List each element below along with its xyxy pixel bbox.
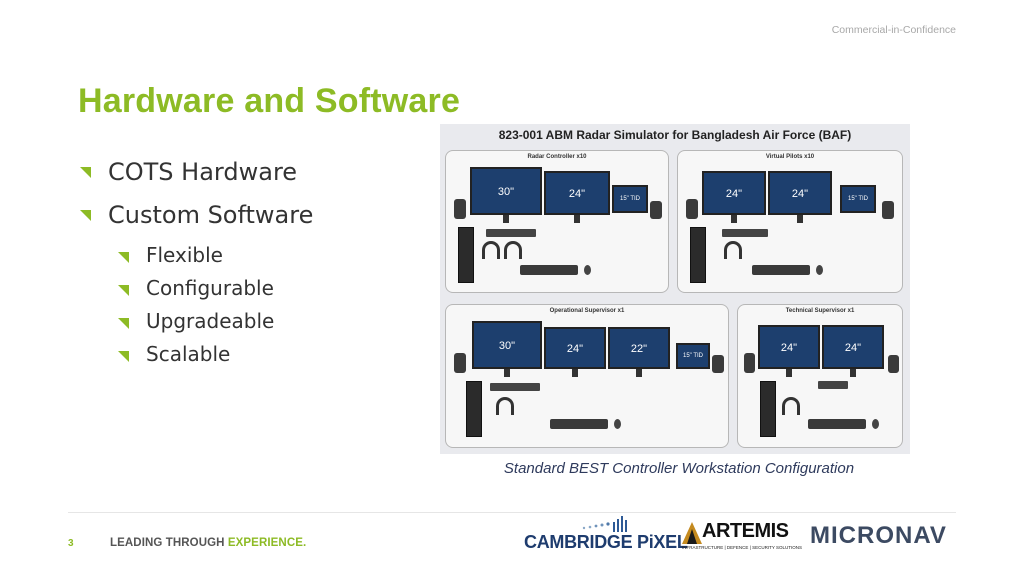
- workstation-figure: 823-001 ABM Radar Simulator for Banglade…: [440, 124, 910, 454]
- headset-icon: [782, 397, 800, 415]
- panel-radar-controller: Radar Controller x10 30" 24" 15" TID: [445, 150, 669, 293]
- sub-bullet-configurable: Configurable: [118, 274, 313, 307]
- pc-tower: [690, 227, 706, 283]
- speaker-icon: [454, 199, 466, 219]
- artemis-emblem-icon: [682, 522, 702, 544]
- speaker-icon: [454, 353, 466, 373]
- mouse: [872, 419, 879, 429]
- headset-icon: [482, 241, 500, 259]
- monitor-tid: 15" TID: [676, 343, 710, 369]
- speaker-icon: [650, 201, 662, 219]
- kvm-switch: [722, 229, 768, 237]
- footer-tagline: LEADING THROUGH EXPERIENCE.: [110, 537, 307, 549]
- panel-label: Operational Supervisor x1: [549, 308, 625, 314]
- panel-technical-supervisor: Technical Supervisor x1 24" 24": [737, 304, 903, 448]
- headset-icon: [496, 397, 514, 415]
- keyboard: [520, 265, 578, 275]
- bullet-custom-software: Custom Software: [80, 198, 313, 241]
- pc-tower: [466, 381, 482, 437]
- monitor-24: 24": [544, 171, 610, 215]
- sub-bullet-upgradeable: Upgradeable: [118, 307, 313, 340]
- speaker-icon: [686, 199, 698, 219]
- monitor-24: 24": [822, 325, 884, 369]
- slide-title: Hardware and Software: [78, 82, 461, 120]
- bullet-cots-hardware: COTS Hardware: [80, 155, 313, 198]
- micronav-logo: MICRONAV: [810, 522, 947, 549]
- bullet-triangle-icon: [118, 252, 129, 263]
- sub-bullet-scalable: Scalable: [118, 340, 313, 373]
- monitor-stand: [731, 215, 737, 223]
- monitor-stand: [786, 369, 792, 377]
- bullet-list: COTS Hardware Custom Software Flexible C…: [80, 155, 313, 373]
- monitor-30: 30": [470, 167, 542, 215]
- panel-label: Technical Supervisor x1: [785, 308, 855, 314]
- monitor-stand: [504, 369, 510, 377]
- monitor-22: 22": [608, 327, 670, 369]
- monitor-stand: [636, 369, 642, 377]
- panel-label: Radar Controller x10: [527, 154, 587, 160]
- bullet-triangle-icon: [118, 285, 129, 296]
- bullet-triangle-icon: [118, 351, 129, 362]
- headset-icon: [724, 241, 742, 259]
- confidentiality-label: Commercial-in-Confidence: [831, 24, 956, 36]
- monitor-stand: [574, 215, 580, 223]
- sub-bullet-flexible: Flexible: [118, 241, 313, 274]
- monitor-stand: [572, 369, 578, 377]
- panel-label: Virtual Pilots x10: [765, 154, 815, 160]
- speaker-icon: [712, 355, 724, 373]
- monitor-24: 24": [758, 325, 820, 369]
- keyboard: [550, 419, 608, 429]
- artemis-logo: ARTEMIS INFRASTRUCTURE | DEFENCE | SECUR…: [682, 520, 803, 550]
- monitor-tid: 15" TID: [840, 185, 876, 213]
- kvm-switch: [818, 381, 848, 389]
- monitor-stand: [503, 215, 509, 223]
- figure-caption: Standard BEST Controller Workstation Con…: [503, 460, 855, 477]
- cambridge-pixel-logo: CAMBRIDGE PiXEL: [524, 514, 688, 554]
- monitor-24: 24": [768, 171, 832, 215]
- kvm-switch: [490, 383, 540, 391]
- mouse: [584, 265, 591, 275]
- radar-dots-icon: [582, 516, 627, 532]
- keyboard: [808, 419, 866, 429]
- monitor-stand: [797, 215, 803, 223]
- bullet-triangle-icon: [80, 167, 91, 178]
- monitor-tid: 15" TID: [612, 185, 648, 213]
- figure-title: 823-001 ABM Radar Simulator for Banglade…: [498, 128, 852, 142]
- mouse: [614, 419, 621, 429]
- speaker-icon: [888, 355, 899, 373]
- pc-tower: [458, 227, 474, 283]
- pc-tower: [760, 381, 776, 437]
- panel-operational-supervisor: Operational Supervisor x1 30" 24" 22" 15…: [445, 304, 729, 448]
- monitor-stand: [850, 369, 856, 377]
- footer-divider: [68, 512, 956, 513]
- keyboard: [752, 265, 810, 275]
- panel-virtual-pilots: Virtual Pilots x10 24" 24" 15" TID: [677, 150, 903, 293]
- bullet-triangle-icon: [118, 318, 129, 329]
- monitor-24: 24": [702, 171, 766, 215]
- headset-icon: [504, 241, 522, 259]
- monitor-24: 24": [544, 327, 606, 369]
- page-number: 3: [68, 538, 74, 549]
- kvm-switch: [486, 229, 536, 237]
- monitor-30: 30": [472, 321, 542, 369]
- bullet-triangle-icon: [80, 210, 91, 221]
- speaker-icon: [744, 353, 755, 373]
- mouse: [816, 265, 823, 275]
- speaker-icon: [882, 201, 894, 219]
